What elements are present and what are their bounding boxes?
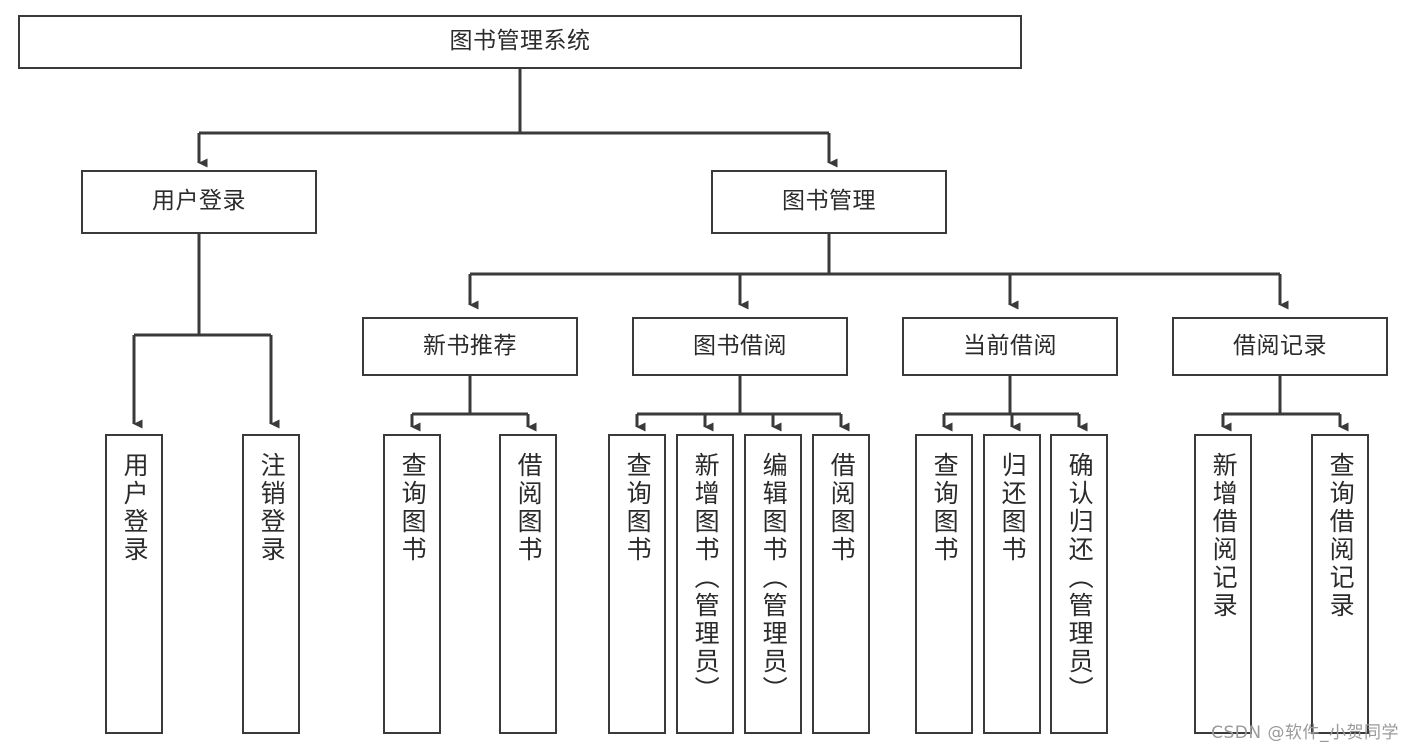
node-book-borrow[interactable]: 图书借阅 [632, 317, 848, 376]
node-leaf-query-book-2-label: 查询图书 [623, 452, 653, 564]
node-leaf-return-book-label: 归还图书 [998, 452, 1028, 564]
node-book-borrow-label: 图书借阅 [693, 332, 787, 359]
node-leaf-edit-book-label: 编辑图书（管理员） [759, 452, 789, 704]
node-leaf-query-book-3[interactable]: 查询图书 [915, 434, 973, 734]
node-leaf-edit-book[interactable]: 编辑图书（管理员） [744, 434, 802, 734]
node-leaf-borrow-book-1-label: 借阅图书 [514, 452, 544, 564]
node-current-borrow-label: 当前借阅 [963, 332, 1057, 359]
node-leaf-add-record-label: 新增借阅记录 [1209, 452, 1239, 620]
node-new-book-recommend-label: 新书推荐 [423, 332, 517, 359]
node-leaf-query-record[interactable]: 查询借阅记录 [1311, 434, 1369, 734]
node-leaf-add-book[interactable]: 新增图书（管理员） [676, 434, 734, 734]
node-leaf-add-book-label: 新增图书（管理员） [691, 452, 721, 704]
node-leaf-user-login[interactable]: 用户登录 [105, 434, 163, 734]
node-leaf-add-record[interactable]: 新增借阅记录 [1194, 434, 1252, 734]
node-user-login[interactable]: 用户登录 [81, 170, 317, 234]
node-book-management-label: 图书管理 [782, 188, 876, 215]
node-leaf-borrow-book-2[interactable]: 借阅图书 [812, 434, 870, 734]
node-leaf-query-book-3-label: 查询图书 [930, 452, 960, 564]
node-leaf-confirm-return-label: 确认归还（管理员） [1065, 452, 1095, 704]
csdn-watermark: CSDN @软件_小贺同学 [1211, 723, 1399, 743]
node-leaf-query-book-2[interactable]: 查询图书 [608, 434, 666, 734]
node-leaf-query-record-label: 查询借阅记录 [1326, 452, 1356, 620]
node-root-label: 图书管理系统 [449, 28, 591, 55]
node-leaf-confirm-return[interactable]: 确认归还（管理员） [1050, 434, 1108, 734]
node-leaf-borrow-book-1[interactable]: 借阅图书 [499, 434, 557, 734]
node-user-login-label: 用户登录 [152, 188, 246, 215]
node-leaf-logout-login-label: 注销登录 [257, 452, 287, 564]
node-leaf-logout-login[interactable]: 注销登录 [242, 434, 300, 734]
node-leaf-borrow-book-2-label: 借阅图书 [827, 452, 857, 564]
node-current-borrow[interactable]: 当前借阅 [902, 317, 1118, 376]
node-leaf-user-login-label: 用户登录 [120, 452, 150, 564]
node-borrow-record[interactable]: 借阅记录 [1172, 317, 1388, 376]
node-leaf-query-book-1-label: 查询图书 [398, 452, 428, 564]
node-new-book-recommend[interactable]: 新书推荐 [362, 317, 578, 376]
node-leaf-query-book-1[interactable]: 查询图书 [383, 434, 441, 734]
node-book-management[interactable]: 图书管理 [711, 170, 947, 234]
node-leaf-return-book[interactable]: 归还图书 [983, 434, 1041, 734]
node-borrow-record-label: 借阅记录 [1233, 332, 1327, 359]
node-root[interactable]: 图书管理系统 [18, 15, 1022, 69]
